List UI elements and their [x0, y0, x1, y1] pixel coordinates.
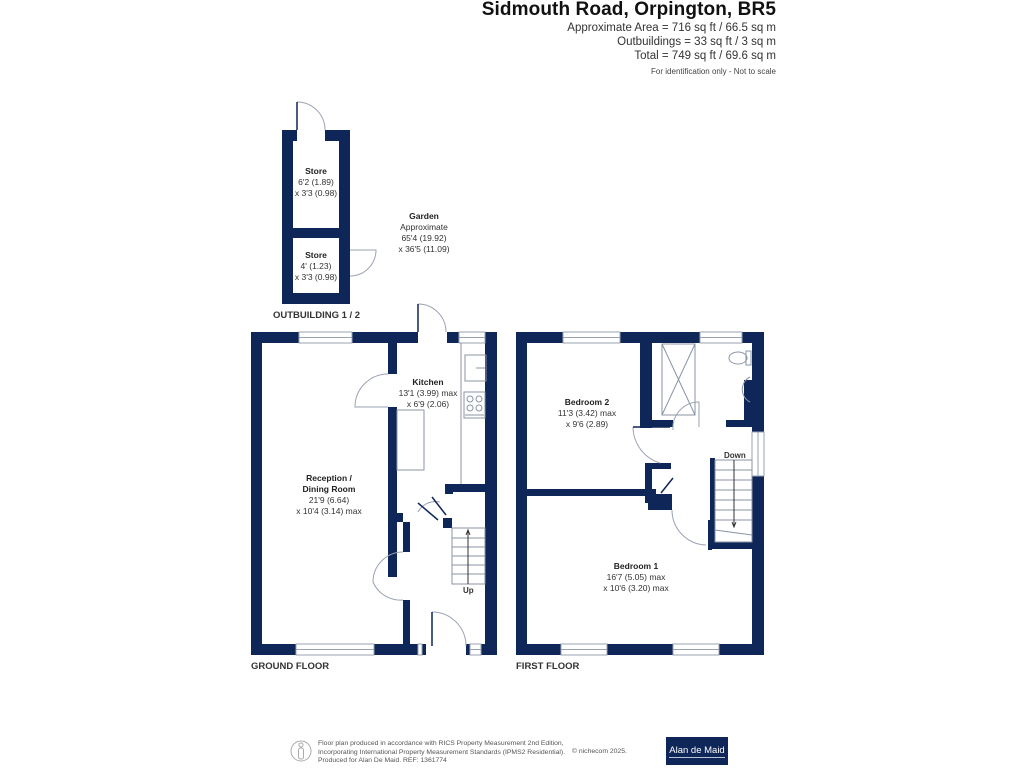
- kitchen-label: Kitchen 13'1 (3.99) max x 6'9 (2.06): [399, 377, 458, 410]
- copyright: © nichecom 2025.: [572, 748, 627, 755]
- brand-name: Alan de Maid: [669, 744, 725, 758]
- ground-stairs: [451, 527, 486, 585]
- room-dim: 13'1 (3.99) max: [398, 388, 458, 398]
- garden-label: Garden Approximate 65'4 (19.92) x 36'5 (…: [398, 211, 449, 255]
- plan-header: Sidmouth Road, Orpington, BR5 Approximat…: [482, 0, 776, 76]
- room-name: Kitchen: [412, 377, 444, 387]
- measurement-person-icon: [290, 740, 312, 762]
- room-dim: 11'3 (3.42) max: [557, 408, 617, 418]
- kitchen-fixtures: [396, 343, 487, 484]
- first-floor-walls: [516, 332, 764, 655]
- room-dim: 4' (1.23): [300, 261, 332, 271]
- room-name: Garden: [409, 211, 439, 221]
- brand-logo: Alan de Maid: [666, 737, 728, 765]
- outbuildings-area: Outbuildings = 33 sq ft / 3 sq m: [617, 36, 776, 48]
- room-dim: 16'7 (5.05) max: [606, 572, 666, 582]
- ground-floor-walls: [251, 332, 497, 655]
- room-dim: x 10'4 (3.14) max: [296, 506, 362, 516]
- first-floor-label: FIRST FLOOR: [516, 661, 580, 672]
- property-title: Sidmouth Road, Orpington, BR5: [481, 0, 776, 20]
- bathroom-fixtures: [661, 343, 752, 416]
- room-name: Dining Room: [302, 484, 356, 494]
- outbuilding-label: OUTBUILDING 1 / 2: [273, 310, 361, 321]
- room-dim: 65'4 (19.92): [401, 233, 447, 243]
- door-swings: [296, 101, 707, 647]
- total-area: Total = 749 sq ft / 69.6 sq m: [634, 50, 776, 62]
- room-dim: x 3'3 (0.98): [294, 272, 338, 282]
- room-dim: 21'9 (6.64): [308, 495, 350, 505]
- room-dim: 6'2 (1.89): [298, 177, 334, 187]
- room-dim: x 9'6 (2.89): [565, 419, 609, 429]
- footer-line: Produced for Alan De Maid. REF: 1361774: [318, 757, 447, 765]
- room-dim: Approximate: [400, 222, 448, 232]
- room-dim: x 3'3 (0.98): [294, 188, 338, 198]
- footer-disclaimer: Floor plan produced in accordance with R…: [318, 740, 565, 766]
- room-dim: x 10'6 (3.20) max: [603, 583, 669, 593]
- store-2-label: Store 4' (1.23) x 3'3 (0.98): [295, 250, 337, 283]
- bedroom-1-label: Bedroom 1 16'7 (5.05) max x 10'6 (3.20) …: [603, 561, 668, 594]
- windows: [295, 331, 765, 656]
- scale-note: For identification only - Not to scale: [651, 67, 776, 76]
- room-dim: x 36'5 (11.09): [398, 244, 450, 254]
- reception-label: Reception / Dining Room 21'9 (6.64) x 10…: [296, 473, 361, 517]
- stairs-down-label: Down: [724, 451, 746, 460]
- room-name: Bedroom 2: [564, 397, 610, 407]
- room-name: Bedroom 1: [613, 561, 659, 571]
- room-name: Store: [305, 166, 327, 176]
- stairs-up-label: Up: [463, 586, 474, 595]
- room-name: Store: [305, 250, 327, 260]
- store-1-label: Store 6'2 (1.89) x 3'3 (0.98): [295, 166, 337, 199]
- outbuilding-walls: [282, 130, 350, 304]
- room-dim: x 6'9 (2.06): [406, 399, 450, 409]
- bedroom-2-label: Bedroom 2 11'3 (3.42) max x 9'6 (2.89): [558, 397, 616, 430]
- approximate-area: Approximate Area = 716 sq ft / 66.5 sq m: [567, 22, 776, 34]
- door-leaves: [417, 426, 674, 521]
- first-stairs: [714, 459, 753, 543]
- ground-floor-label: GROUND FLOOR: [251, 661, 330, 672]
- footer-line: Floor plan produced in accordance with R…: [318, 740, 564, 747]
- footer-line: Incorporating International Property Mea…: [318, 748, 566, 756]
- room-name: Reception /: [306, 473, 352, 483]
